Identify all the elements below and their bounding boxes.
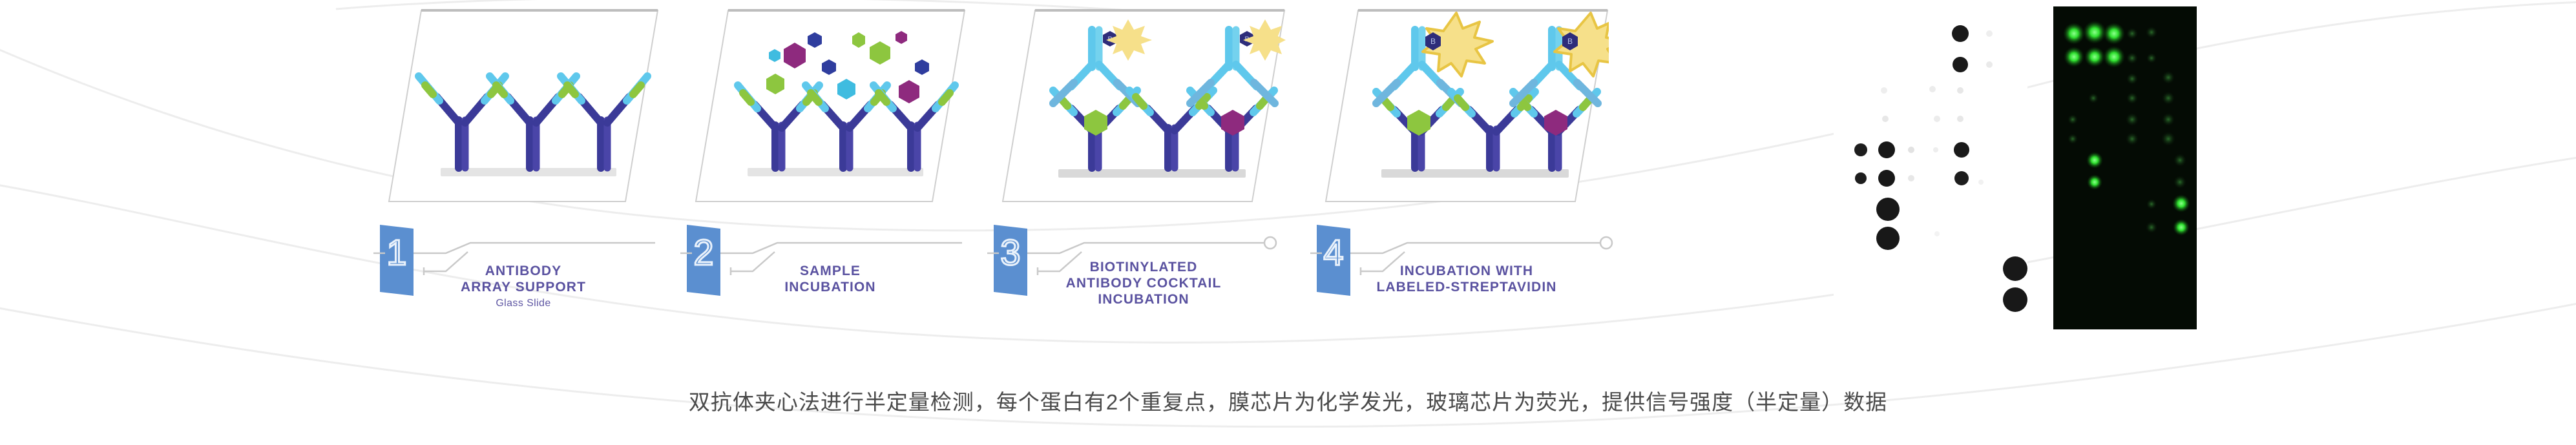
- streptavidin-star-icon: [1421, 12, 1609, 78]
- step-title-line-2: ANTIBODY COCKTAIL: [1065, 275, 1222, 291]
- step-badge-1[interactable]: 1: [373, 220, 658, 297]
- step-title-line-2: INCUBATION: [784, 279, 876, 295]
- label-star-icon: [1106, 19, 1286, 61]
- membrane-chemiluminescence-array: [1834, 16, 2027, 338]
- step-number-3: 3: [1000, 232, 1020, 273]
- step-panel-4: B B: [1325, 0, 1609, 342]
- step-frame-2: [695, 9, 966, 202]
- step-badge-2[interactable]: 2: [680, 220, 965, 297]
- step-title-line-1: ANTIBODY: [485, 264, 562, 278]
- step-panel-2: [695, 0, 966, 342]
- step-title-line-1: BIOTINYLATED: [1089, 260, 1198, 274]
- svg-text:B: B: [1567, 37, 1573, 46]
- step-panel-1: [388, 0, 659, 342]
- step-subtitle-1: Glass Slide: [496, 297, 551, 309]
- step-title-line-3: INCUBATION: [1098, 291, 1189, 307]
- step-badge-4[interactable]: 4: [1310, 220, 1620, 297]
- sample-antigen-incubation-icon: [734, 31, 959, 176]
- labeled-streptavidin-icon: B B: [1372, 12, 1609, 178]
- step-caption-1: ANTIBODY ARRAY SUPPORT Glass Slide: [388, 264, 659, 309]
- glass-fluorescence-array: [2053, 6, 2197, 329]
- step-panel-3: B B: [1001, 0, 1286, 342]
- step-number-1: 1: [386, 232, 406, 273]
- step-title-line-1: INCUBATION WITH: [1399, 264, 1534, 278]
- antigen-hexagons: [766, 31, 929, 103]
- step-title-line-2: ARRAY SUPPORT: [460, 279, 586, 295]
- capture-antibody-array-icon: [415, 72, 651, 176]
- svg-text:B: B: [1430, 37, 1436, 46]
- step-number-4: 4: [1323, 232, 1343, 273]
- step-title-line-2: LABELED-STREPTAVIDIN: [1376, 279, 1557, 295]
- step-badge-3[interactable]: 3: [987, 220, 1284, 297]
- step-caption-3: BIOTINYLATED ANTIBODY COCKTAIL INCUBATIO…: [1001, 260, 1286, 307]
- step-title-line-1: SAMPLE: [799, 264, 861, 278]
- biotin-tag: B B: [1425, 32, 1578, 50]
- step-caption-4: INCUBATION WITH LABELED-STREPTAVIDIN: [1325, 264, 1609, 296]
- biotinylated-detection-antibody-icon: B B: [1049, 19, 1286, 178]
- step-number-2: 2: [693, 232, 713, 273]
- step-caption-2: SAMPLE INCUBATION: [695, 264, 966, 296]
- bottom-caption: 双抗体夹心法进行半定量检测，每个蛋白有2个重复点，膜芯片为化学发光，玻璃芯片为荧…: [688, 390, 1888, 414]
